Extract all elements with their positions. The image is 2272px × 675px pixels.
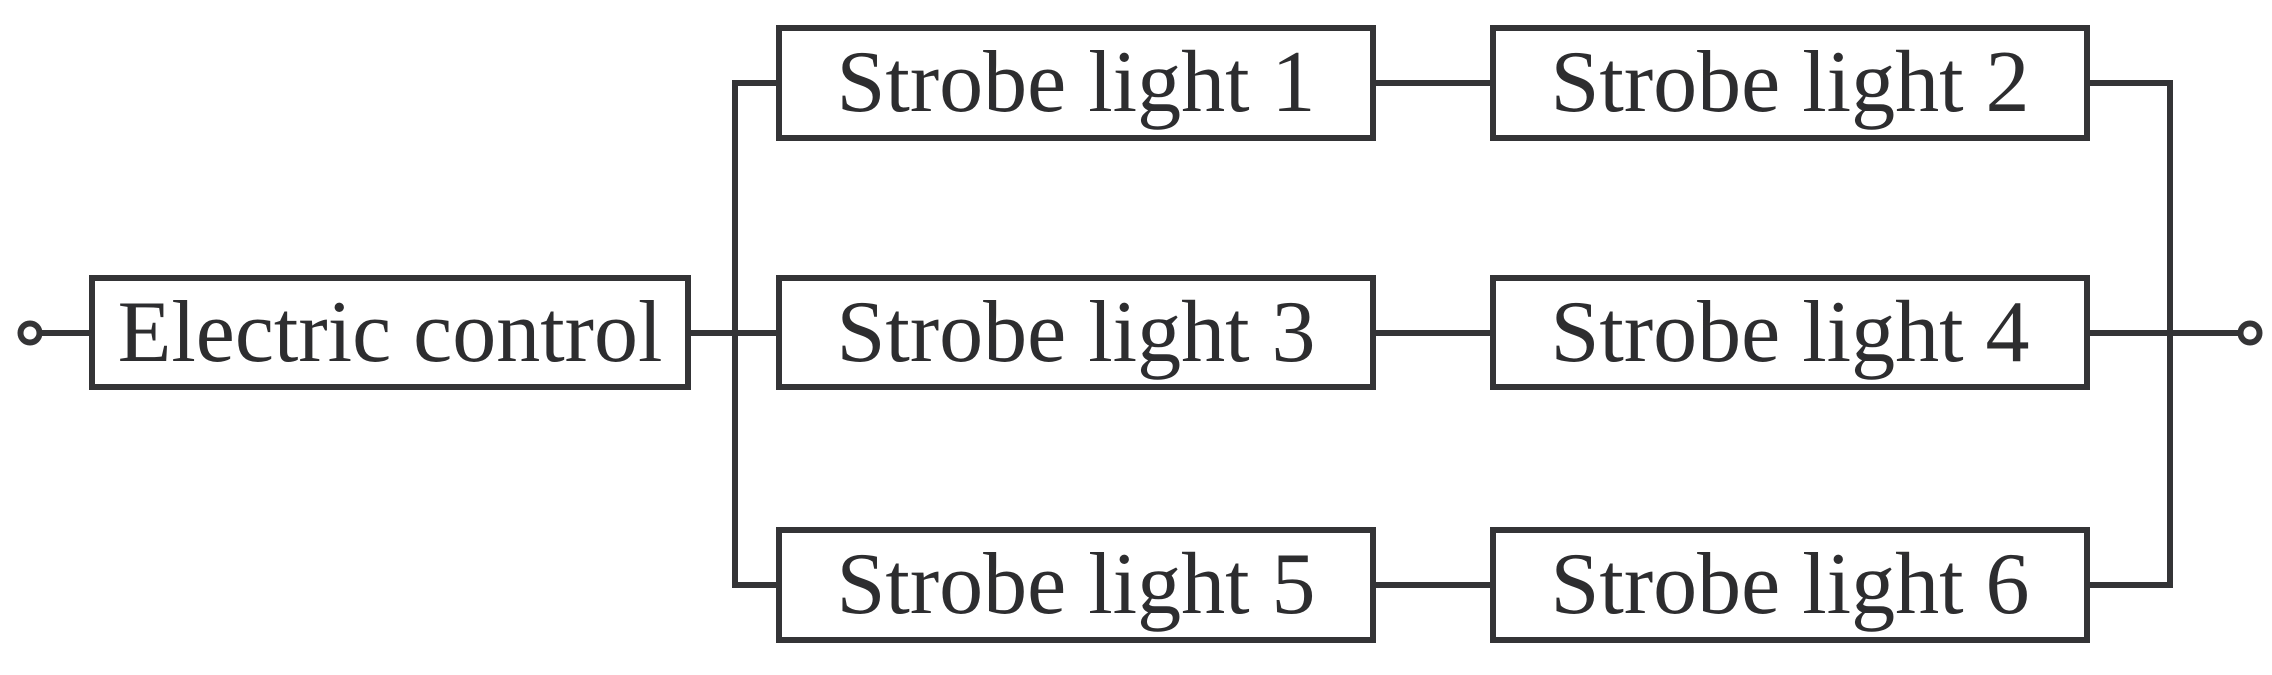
output-terminal-icon (2237, 320, 2263, 346)
node-label: Strobe light 4 (1550, 283, 2030, 381)
node-strobe-light-5: Strobe light 5 (776, 527, 1376, 643)
node-label: Strobe light 1 (836, 34, 1316, 131)
node-label: Strobe light 6 (1550, 536, 2030, 633)
node-label: Strobe light 3 (836, 283, 1316, 381)
node-label: Strobe light 2 (1550, 34, 2030, 131)
input-terminal-icon (17, 320, 43, 346)
node-label: Electric control (117, 283, 663, 381)
node-strobe-light-3: Strobe light 3 (776, 275, 1376, 390)
node-strobe-light-6: Strobe light 6 (1490, 527, 2090, 643)
node-strobe-light-2: Strobe light 2 (1490, 25, 2090, 141)
node-electric-control: Electric control (89, 275, 691, 390)
node-label: Strobe light 5 (836, 536, 1316, 633)
node-strobe-light-4: Strobe light 4 (1490, 275, 2090, 390)
node-strobe-light-1: Strobe light 1 (776, 25, 1376, 141)
